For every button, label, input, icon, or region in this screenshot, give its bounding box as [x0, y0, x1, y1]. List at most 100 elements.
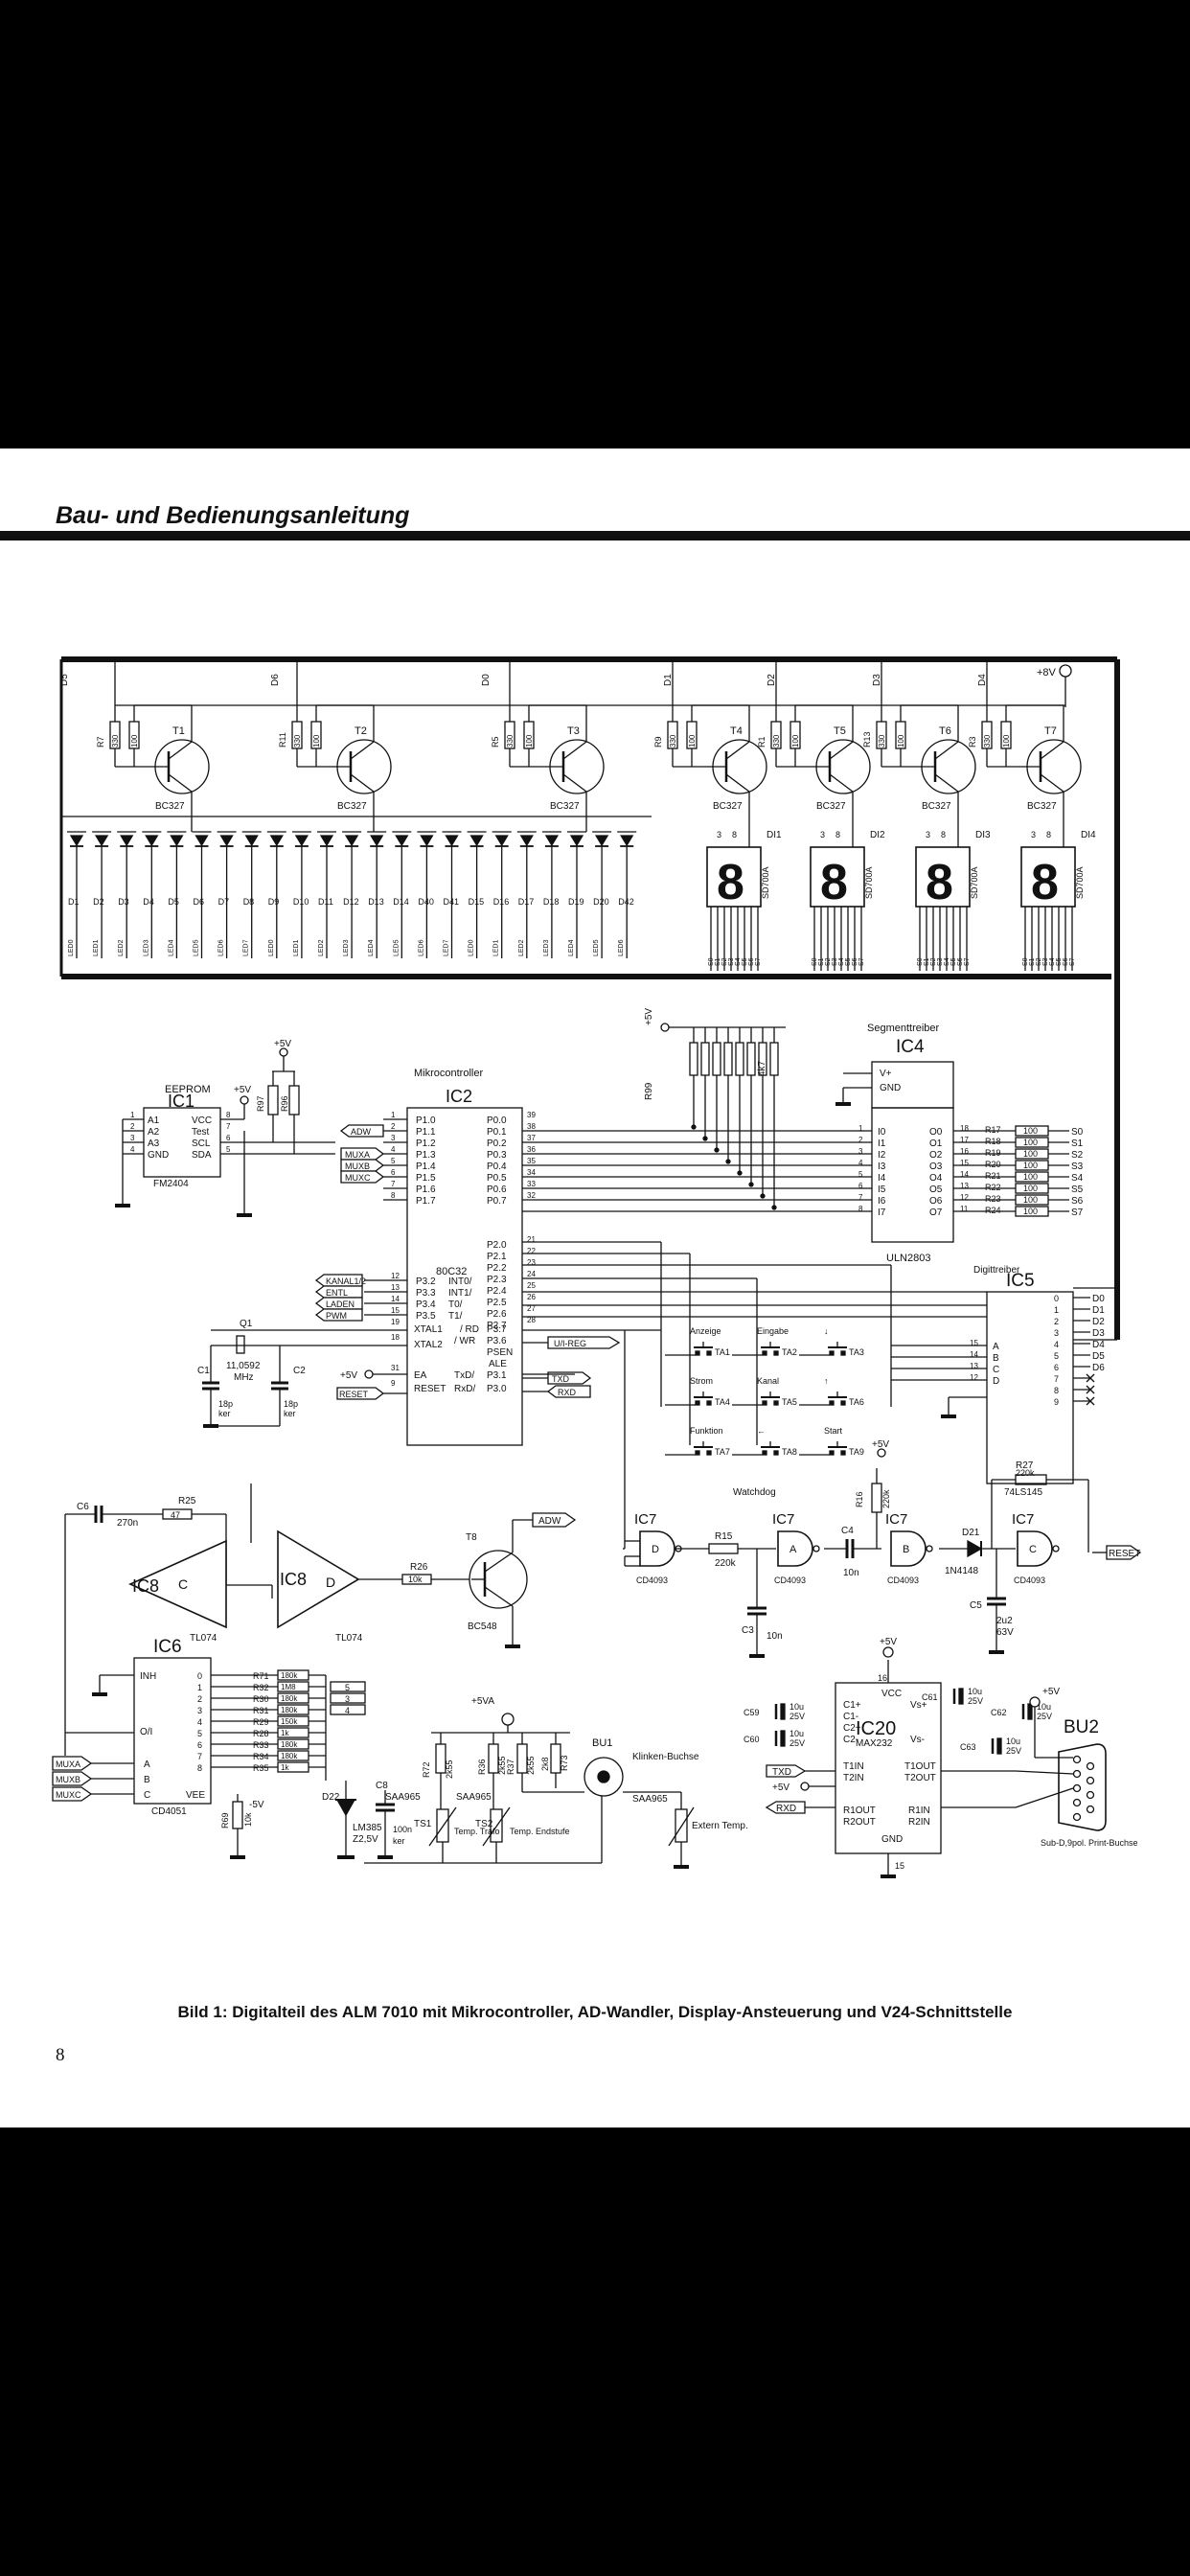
svg-text:15: 15: [895, 1861, 904, 1871]
interconnect-wires: [522, 1130, 1117, 1445]
svg-text:27: 27: [527, 1304, 536, 1313]
svg-text:S6: S6: [852, 957, 858, 966]
svg-text:C63: C63: [960, 1742, 976, 1752]
svg-text:-5V: -5V: [249, 1800, 264, 1810]
svg-text:MHz: MHz: [234, 1372, 254, 1383]
svg-text:25V: 25V: [968, 1696, 983, 1706]
svg-text:180k: 180k: [281, 1752, 298, 1760]
ic6-label: IC6: [153, 1637, 182, 1657]
svg-text:0: 0: [1054, 1294, 1059, 1303]
svg-text:4: 4: [197, 1717, 202, 1727]
svg-text:PWM: PWM: [326, 1311, 347, 1321]
svg-text:4: 4: [391, 1145, 396, 1154]
header-rule: [0, 531, 1190, 540]
key-ta8: ←TA8: [732, 1426, 797, 1457]
svg-text:100: 100: [1023, 1172, 1038, 1182]
svg-text:8: 8: [717, 855, 744, 910]
svg-text:LED4: LED4: [568, 939, 575, 956]
svg-text:3: 3: [197, 1706, 202, 1715]
svg-text:R19: R19: [985, 1148, 1001, 1158]
svg-text:R97: R97: [256, 1095, 265, 1112]
svg-text:T1IN: T1IN: [843, 1761, 864, 1772]
svg-text:TA9: TA9: [849, 1447, 864, 1457]
svg-text:100: 100: [1023, 1195, 1038, 1205]
svg-text:35: 35: [527, 1157, 536, 1165]
svg-text:C4: C4: [841, 1526, 854, 1536]
svg-text:S7: S7: [1069, 957, 1076, 966]
svg-text:11: 11: [960, 1205, 969, 1213]
svg-text:6: 6: [858, 1182, 863, 1190]
svg-text:33: 33: [527, 1180, 536, 1188]
svg-text:C1-: C1-: [843, 1712, 858, 1722]
svg-text:S6: S6: [1063, 957, 1069, 966]
svg-text:RESET: RESET: [414, 1384, 446, 1394]
ic4-label: IC4: [896, 1037, 925, 1057]
svg-text:2: 2: [130, 1122, 135, 1131]
svg-text:7: 7: [226, 1122, 231, 1131]
svg-text:LED1: LED1: [93, 939, 100, 956]
svg-text:R1IN: R1IN: [908, 1806, 930, 1816]
svg-text:D41: D41: [444, 897, 460, 907]
svg-text:INT0/: INT0/: [448, 1276, 472, 1287]
svg-text:R33: R33: [253, 1740, 269, 1750]
svg-text:10u: 10u: [968, 1687, 982, 1696]
svg-text:9: 9: [391, 1379, 396, 1388]
svg-text:12: 12: [960, 1193, 969, 1202]
svg-text:100: 100: [1023, 1184, 1038, 1193]
svg-text:S5: S5: [1056, 957, 1063, 966]
svg-text:BC327: BC327: [922, 801, 951, 812]
page-header: Bau- und Bedienungsanleitung: [56, 502, 410, 529]
svg-text:P1.0: P1.0: [416, 1116, 436, 1126]
svg-text:R32: R32: [253, 1683, 269, 1692]
svg-text:3: 3: [820, 830, 825, 840]
svg-text:100: 100: [1023, 1161, 1038, 1170]
svg-text:10u: 10u: [1037, 1702, 1051, 1712]
bus-label-d0: D0: [481, 674, 492, 686]
svg-text:3: 3: [391, 1134, 396, 1142]
svg-text:ENTL: ENTL: [326, 1288, 348, 1298]
svg-text:22: 22: [527, 1247, 536, 1255]
svg-text:TXD: TXD: [552, 1374, 570, 1384]
svg-text:LED4: LED4: [368, 939, 375, 956]
svg-text:4: 4: [130, 1145, 135, 1154]
svg-text:D2: D2: [1092, 1317, 1105, 1327]
svg-text:PSEN: PSEN: [487, 1347, 513, 1358]
svg-text:C2: C2: [293, 1366, 306, 1376]
svg-text:O1: O1: [929, 1138, 943, 1149]
svg-text:1: 1: [858, 1124, 863, 1133]
svg-text:/ RD: / RD: [460, 1324, 479, 1335]
svg-text:P1.2: P1.2: [416, 1138, 436, 1149]
supply-8v-label: +8V: [1037, 667, 1057, 678]
svg-text:BC327: BC327: [1027, 801, 1057, 812]
svg-text:C59: C59: [744, 1708, 760, 1717]
svg-text:74LS145: 74LS145: [1004, 1487, 1042, 1498]
svg-text:T2: T2: [355, 725, 367, 737]
svg-text:R37: R37: [506, 1759, 515, 1775]
svg-text:D3: D3: [118, 897, 129, 907]
ic2-microcontroller: Mikrocontroller IC2 80C32 P1.01P1.12P1.2…: [314, 1068, 621, 1446]
svg-text:ker: ker: [218, 1409, 231, 1418]
svg-text:2k55: 2k55: [497, 1756, 507, 1775]
svg-text:ULN2803: ULN2803: [886, 1253, 930, 1264]
svg-text:8: 8: [820, 855, 848, 910]
svg-text:D42: D42: [618, 897, 634, 907]
svg-text:RESET: RESET: [339, 1390, 369, 1399]
svg-text:270n: 270n: [117, 1518, 138, 1529]
svg-text:SAA965: SAA965: [456, 1792, 492, 1803]
svg-text:330: 330: [983, 734, 992, 748]
svg-text:EA: EA: [414, 1370, 427, 1381]
svg-text:D12: D12: [343, 897, 359, 907]
svg-text:R34: R34: [253, 1752, 269, 1761]
